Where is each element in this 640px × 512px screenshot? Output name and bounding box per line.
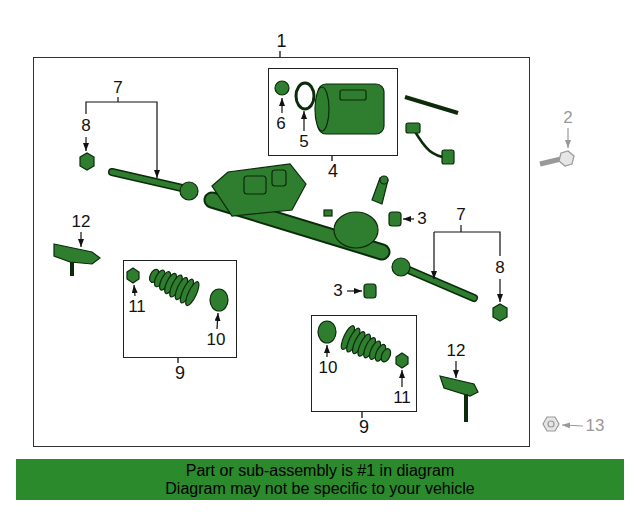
notice-text: Diagram may not be specific to your vehi… — [165, 480, 474, 498]
callout-number: 8 — [81, 116, 90, 136]
notice-text: Part or sub-assembly is #1 in diagram — [186, 462, 455, 480]
callout-number: 12 — [72, 212, 91, 232]
callout-number: 8 — [495, 258, 504, 278]
grey-parts — [540, 151, 574, 431]
callout-number: 9 — [124, 363, 236, 383]
callout-number: 2 — [563, 108, 572, 128]
parts — [54, 81, 507, 422]
callout-number: 3 — [333, 281, 342, 301]
subassembly-box: 4 — [268, 68, 398, 156]
callout-number: 12 — [447, 341, 466, 361]
callout-number: 5 — [299, 132, 308, 152]
callout-number: 13 — [586, 416, 605, 436]
callout-number: 7 — [113, 78, 122, 98]
callout-number: 6 — [276, 114, 285, 134]
panel-ground — [33, 57, 530, 447]
callout-number: 10 — [319, 358, 338, 378]
notice-band: Part or sub-assembly is #1 in diagramDia… — [16, 459, 624, 500]
grey-leader-lines — [562, 128, 583, 426]
callout-number: 10 — [207, 330, 226, 350]
callout-number: 11 — [128, 297, 146, 317]
callout-number: 3 — [417, 209, 426, 229]
callout-number: 4 — [269, 161, 397, 181]
callout-number: 7 — [456, 205, 465, 225]
callout-number: 9 — [312, 417, 416, 437]
callout-number: 11 — [393, 388, 411, 408]
leader-lines — [81, 97, 500, 387]
callout-number: 1 — [34, 31, 529, 51]
